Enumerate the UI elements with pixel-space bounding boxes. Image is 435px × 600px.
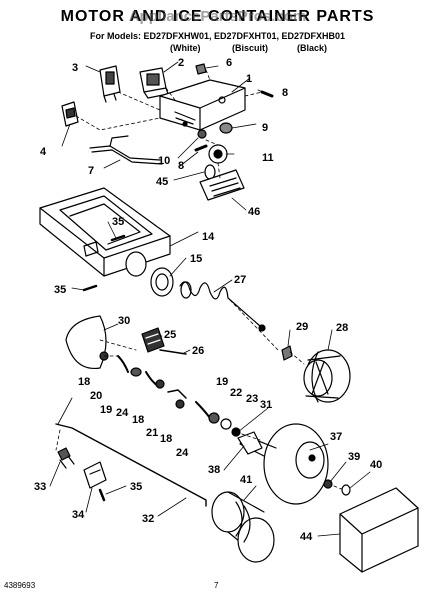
callout-32: 32 xyxy=(142,513,154,525)
page-number: 7 xyxy=(214,581,219,590)
part-9-bushing xyxy=(219,122,233,134)
part-15-collar xyxy=(150,267,174,297)
document-number: 4389693 xyxy=(4,581,36,590)
callout-19-a: 19 xyxy=(100,404,112,416)
part-29-nut xyxy=(281,345,293,361)
part-37-motor xyxy=(239,423,329,505)
color-white: (White) xyxy=(170,43,201,53)
model-list: For Models: ED27DFXHW01, ED27DFXHT01, ED… xyxy=(89,31,346,41)
callout-33: 33 xyxy=(34,481,46,493)
callout-3: 3 xyxy=(72,62,78,74)
callout-26: 26 xyxy=(192,345,204,357)
watermark: AppliancePartsPros.com xyxy=(128,8,307,25)
callout-35-left: 35 xyxy=(54,284,66,296)
callout-31: 31 xyxy=(260,399,272,411)
part-28-fan xyxy=(303,349,351,403)
part-41-duct xyxy=(211,491,275,563)
callout-35-tray: 35 xyxy=(112,216,124,228)
leader-lines-upper xyxy=(75,69,263,179)
part-11-gear xyxy=(208,144,228,164)
callout-41: 41 xyxy=(240,474,252,486)
callout-27: 27 xyxy=(234,274,246,286)
callout-1: 1 xyxy=(246,73,252,85)
part-7-wire-harness xyxy=(89,135,163,165)
callout-8-upper: 8 xyxy=(282,87,288,99)
callout-8-lower: 8 xyxy=(178,160,184,172)
part-33-cord xyxy=(57,447,75,469)
callout-7: 7 xyxy=(88,165,94,177)
callout-45: 45 xyxy=(156,176,168,188)
callout-6: 6 xyxy=(226,57,232,69)
callout-14: 14 xyxy=(202,231,215,243)
part-44-housing xyxy=(339,487,419,573)
callout-46: 46 xyxy=(248,206,260,218)
callout-11: 11 xyxy=(262,152,274,164)
part-6-screw xyxy=(195,63,207,75)
part-35-screw-tray xyxy=(110,234,126,242)
callout-37: 37 xyxy=(330,431,342,443)
part-26-shaft xyxy=(159,349,187,355)
part-3-switch xyxy=(99,65,121,103)
callout-28: 28 xyxy=(336,322,348,334)
callout-24-a: 24 xyxy=(116,407,129,419)
part-35-screw-left xyxy=(82,284,98,292)
color-black: (Black) xyxy=(297,43,328,53)
callout-39: 39 xyxy=(348,451,360,463)
callout-40: 40 xyxy=(370,459,382,471)
callout-leaders-lower xyxy=(49,407,371,537)
part-46-bracket xyxy=(199,169,245,201)
callout-15: 15 xyxy=(190,253,202,265)
color-biscuit: (Biscuit) xyxy=(232,43,268,53)
callout-21: 21 xyxy=(146,427,158,439)
callout-24-b: 24 xyxy=(176,447,189,459)
title-text: MOTOR AND ICE CONTAINER PARTS xyxy=(60,8,375,25)
part-27-auger xyxy=(179,281,266,332)
callout-23: 23 xyxy=(246,393,258,405)
callout-10: 10 xyxy=(158,155,170,167)
part-38-bracket xyxy=(237,431,263,455)
callout-38: 38 xyxy=(208,464,220,476)
callout-20: 20 xyxy=(90,390,102,402)
part-25-coupling xyxy=(141,327,165,353)
callout-35-lower: 35 xyxy=(130,481,142,493)
part-30-front-plate xyxy=(65,315,107,370)
callout-2: 2 xyxy=(178,57,184,69)
part-34-clip xyxy=(83,461,107,489)
callout-leaders xyxy=(57,61,333,425)
callout-34: 34 xyxy=(72,509,85,521)
callout-18-a: 18 xyxy=(78,376,90,388)
washer-chain xyxy=(99,351,241,437)
callout-44: 44 xyxy=(300,531,313,543)
callout-numbers: 1 2 3 4 6 7 8 8 9 10 11 45 46 35 14 15 2… xyxy=(34,57,382,543)
part-14-ice-container xyxy=(39,187,171,277)
callout-19-b: 19 xyxy=(216,376,228,388)
callout-9: 9 xyxy=(262,122,268,134)
diagram-title: MOTOR AND ICE CONTAINER PARTS ApplianceP… xyxy=(0,8,435,26)
callout-25: 25 xyxy=(164,329,176,341)
part-10-nut xyxy=(197,129,207,139)
part-40-washer xyxy=(341,484,351,496)
callout-18-b: 18 xyxy=(132,414,144,426)
callout-22: 22 xyxy=(230,387,242,399)
part-2-relay xyxy=(139,67,169,99)
callout-18-c: 18 xyxy=(160,433,172,445)
callout-4: 4 xyxy=(40,146,47,158)
part-32-rod xyxy=(55,423,207,507)
part-35-screw-lower xyxy=(98,488,106,502)
part-1-housing xyxy=(159,79,246,131)
callout-30: 30 xyxy=(118,315,130,327)
part-8-screw-lower xyxy=(194,144,208,152)
callout-29: 29 xyxy=(296,321,308,333)
part-4-clip xyxy=(61,101,79,127)
leader-lines-lower xyxy=(55,299,345,491)
